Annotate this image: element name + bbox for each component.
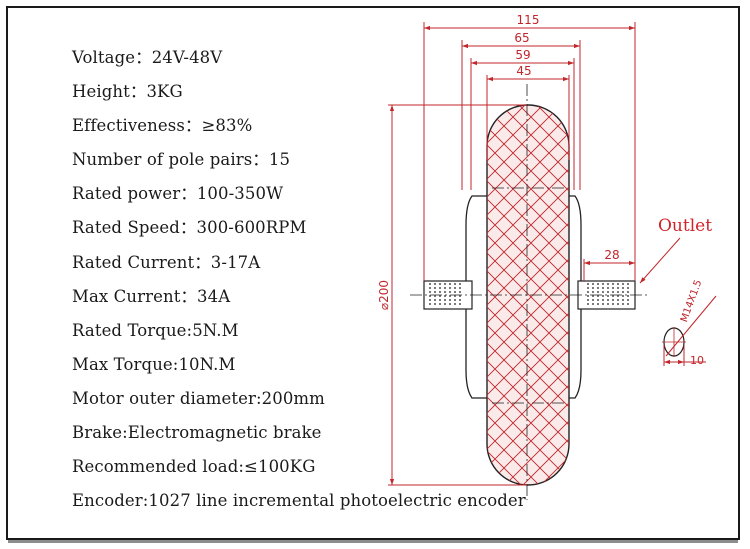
thread-detail bbox=[662, 295, 717, 366]
thread-dim-10: 10 bbox=[690, 354, 704, 367]
dim-200: ⌀200 bbox=[377, 280, 391, 310]
spec-rated-torque: Rated Torque:5N.M bbox=[72, 320, 239, 340]
spec-max-torque: Max Torque:10N.M bbox=[72, 354, 236, 374]
spec-encoder: Encoder:1027 line incremental photoelect… bbox=[72, 491, 526, 511]
sheet-frame bbox=[6, 6, 740, 543]
dim-28: 28 bbox=[604, 248, 619, 262]
hub-housing-right bbox=[565, 195, 582, 399]
spec-brake: Brake:Electromagnetic brake bbox=[72, 423, 322, 443]
outlet-leader bbox=[639, 237, 681, 284]
spec-height: Height：3KG bbox=[72, 82, 183, 102]
spec-list: Voltage：24V-48V Height：3KG Effectiveness… bbox=[72, 44, 542, 521]
extension-lines bbox=[388, 22, 636, 486]
dim-45: 45 bbox=[516, 64, 531, 78]
outlet-label: Outlet bbox=[658, 216, 712, 236]
spec-max-current: Max Current：34A bbox=[72, 286, 231, 306]
dim-115: 115 bbox=[517, 13, 540, 27]
dimension-lines bbox=[389, 25, 635, 485]
spec-voltage: Voltage：24V-48V bbox=[72, 48, 223, 67]
hub-housing bbox=[465, 195, 490, 399]
spec-pole-pairs: Number of pole pairs：15 bbox=[72, 150, 291, 170]
spec-rated-current: Rated Current：3-17A bbox=[72, 252, 261, 272]
spec-rated-power: Rated power：100-350W bbox=[72, 184, 284, 204]
spec-effectiveness: Effectiveness：≥83% bbox=[72, 116, 253, 136]
dim-65: 65 bbox=[514, 31, 529, 45]
dim-59: 59 bbox=[515, 48, 530, 62]
thread-label: M14X1.5 bbox=[679, 279, 704, 324]
spec-rated-speed: Rated Speed：300-600RPM bbox=[72, 218, 307, 238]
spec-recommended-load: Recommended load:≤100KG bbox=[72, 457, 316, 477]
spec-outer-diameter: Motor outer diameter:200mm bbox=[72, 388, 325, 408]
center-lines bbox=[410, 84, 648, 500]
